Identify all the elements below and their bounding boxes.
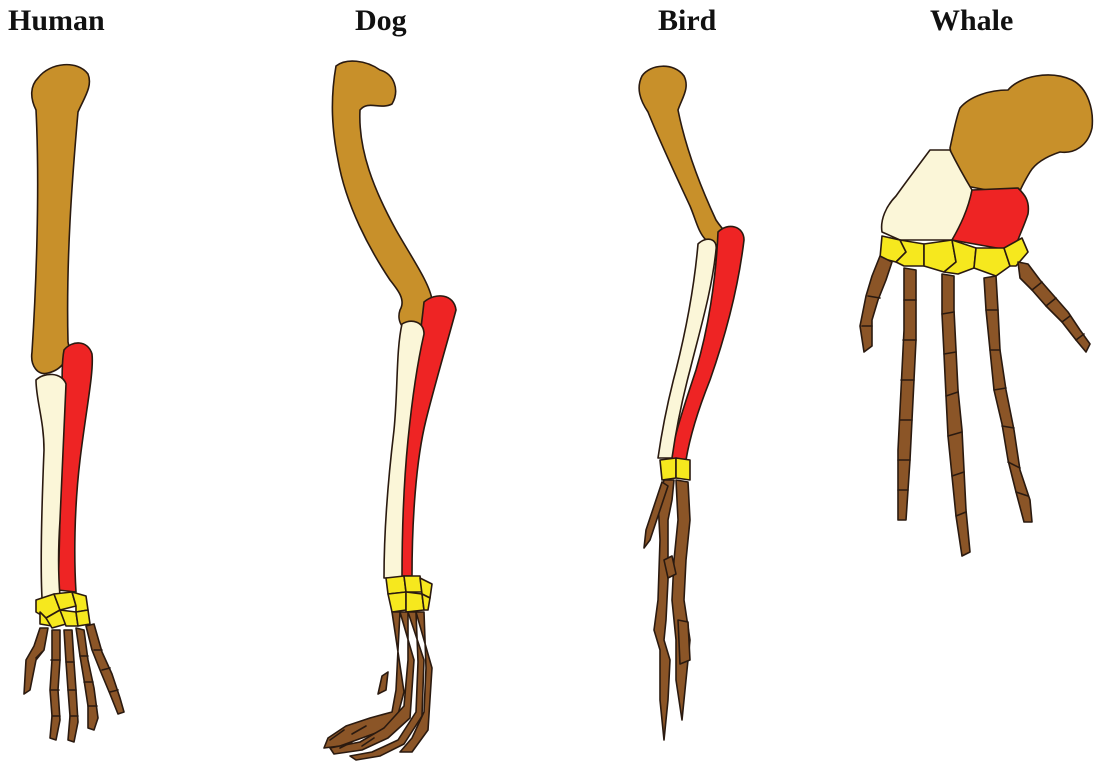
dog-digits — [324, 612, 432, 760]
bird-limb — [639, 66, 744, 740]
bird-carpals — [660, 458, 690, 480]
dog-limb — [324, 61, 456, 760]
human-limb — [24, 65, 124, 742]
bird-digits — [644, 480, 690, 740]
human-carpals — [36, 592, 90, 628]
whale-humerus — [950, 75, 1092, 196]
dog-carpals — [386, 576, 432, 612]
whale-limb — [860, 75, 1092, 556]
whale-digits — [860, 256, 1090, 556]
human-humerus — [32, 65, 90, 374]
human-digits — [24, 624, 124, 742]
dog-humerus — [332, 61, 433, 332]
bird-humerus — [639, 66, 732, 245]
